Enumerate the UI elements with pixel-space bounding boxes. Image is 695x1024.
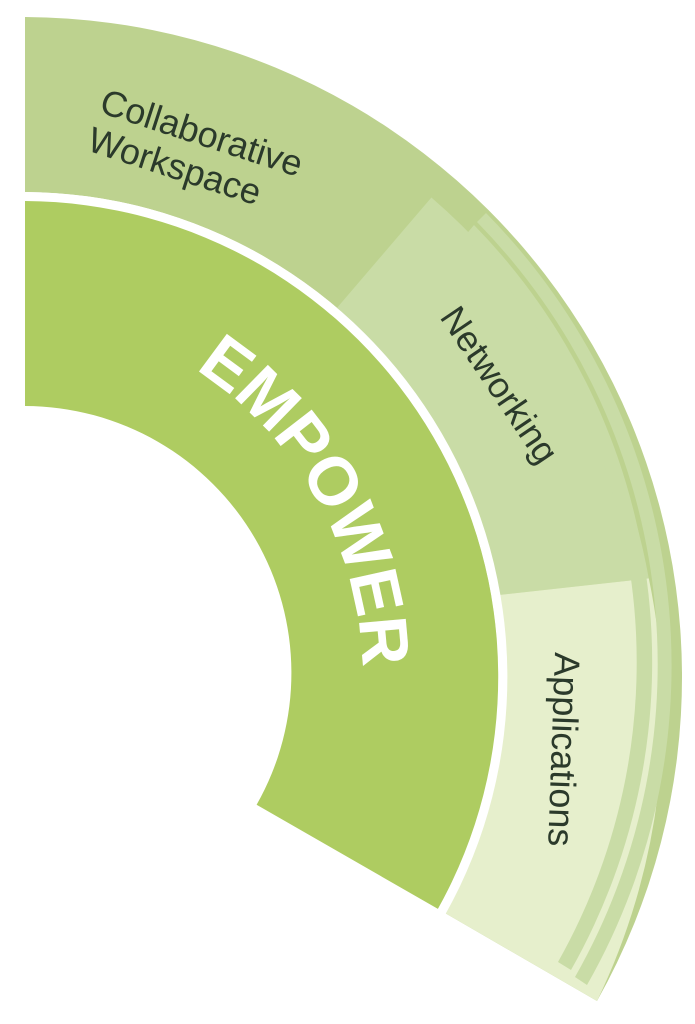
inner-ring — [25, 201, 499, 909]
applications-label: Applications — [540, 652, 588, 847]
segment-networking — [330, 197, 649, 596]
